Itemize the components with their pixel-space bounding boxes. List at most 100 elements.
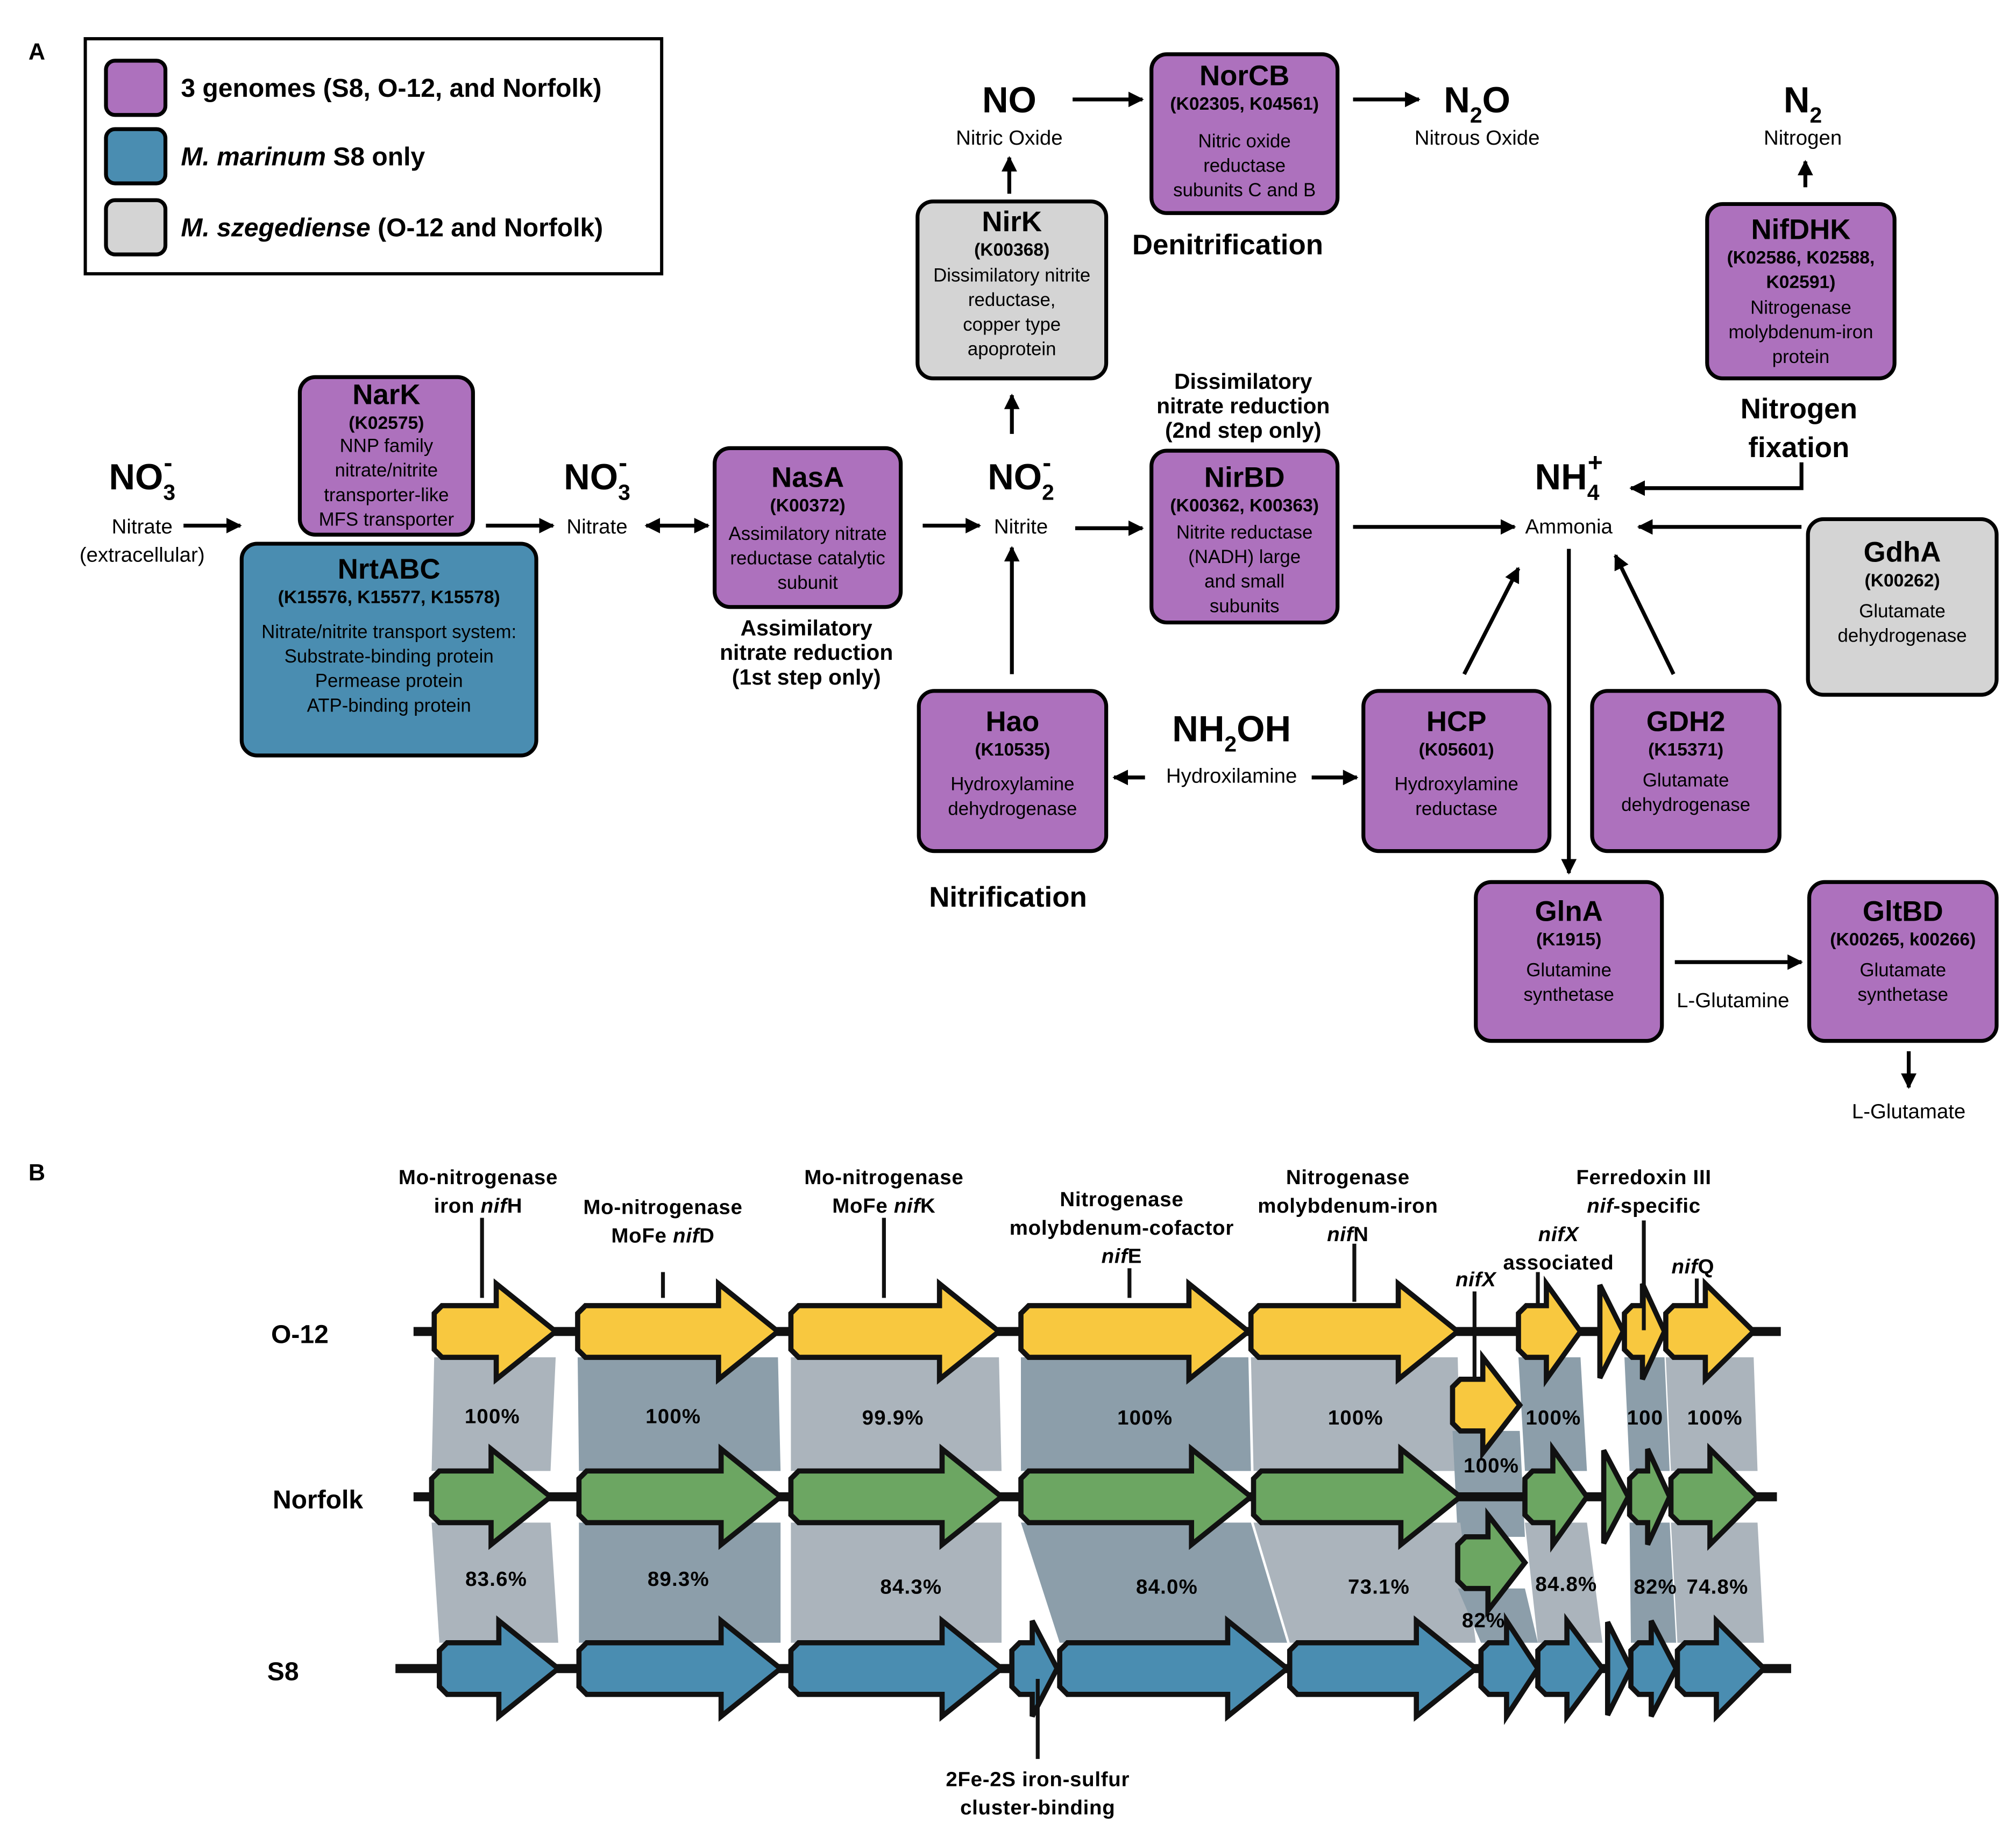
panel-b-label: B <box>29 1160 45 1186</box>
gene-arrow <box>1627 1448 1673 1546</box>
compound-name: Hydroxilamine <box>1166 764 1297 787</box>
formula-subscript: 2 <box>1470 103 1482 127</box>
reaction-arrow <box>1613 554 1676 675</box>
gene-label: nifN <box>1327 1223 1369 1246</box>
enzyme-box <box>1806 517 1999 697</box>
enzyme-description: Nitric oxide <box>1198 131 1291 152</box>
enzyme-description: ATP-binding protein <box>307 695 471 716</box>
formula-subscript: 2 <box>1042 480 1054 504</box>
compound-name: L-Glutamate <box>1852 1100 1965 1123</box>
identity-link <box>1518 1357 1587 1471</box>
text-part: M. marinum <box>181 143 326 171</box>
gene-arrow <box>1535 1613 1606 1725</box>
identity-percent: 84.8% <box>1535 1573 1597 1596</box>
gene-label: 2Fe-2S iron-sulfur <box>946 1768 1130 1791</box>
process-label: fixation <box>1748 432 1849 464</box>
ko-identifier: (K02586, K02588, <box>1727 248 1875 268</box>
enzyme-box <box>239 542 538 758</box>
enzyme-name: NarK <box>352 379 420 411</box>
enzyme-description: transporter-like <box>324 485 449 505</box>
ko-identifier: (K00362, K00363) <box>1170 496 1319 516</box>
enzyme-description: MFS transporter <box>319 509 455 530</box>
gene-arrow <box>788 1615 1006 1722</box>
identity-percent: 89.3% <box>648 1568 709 1591</box>
text-part: Ferredoxin III <box>1576 1166 1711 1189</box>
gene-label: molybdenum-cofactor <box>1010 1216 1234 1240</box>
compound-name: Nitrate <box>566 515 627 538</box>
gene-label: nifX <box>1538 1223 1580 1246</box>
ko-identifier: (K02305, K04561) <box>1170 94 1319 114</box>
enzyme-box <box>713 446 903 609</box>
compound: NO3-Nitrate <box>564 449 630 538</box>
text-part: associated <box>1503 1251 1614 1274</box>
identity-percent: 100 <box>1627 1406 1664 1429</box>
text-part: nif <box>1456 1268 1483 1291</box>
enzyme-box <box>297 375 475 537</box>
text-part: MoFe <box>832 1194 894 1217</box>
reaction-arrow <box>1629 462 1804 496</box>
enzyme-name: GdhA <box>1864 537 1941 568</box>
compound-name: Ammonia <box>1525 515 1613 538</box>
enzyme-name: GDH2 <box>1646 706 1726 737</box>
legend-label: 3 genomes (S8, O-12, and Norfolk) <box>181 74 601 103</box>
chemical-formula: NO2- <box>988 449 1054 505</box>
identity-link <box>431 1357 556 1471</box>
identity-percent: 100% <box>1117 1406 1173 1429</box>
ko-identifier: (K10535) <box>975 740 1050 760</box>
gene-label: Mo-nitrogenase <box>804 1166 963 1189</box>
gene-label: nifQ <box>1671 1255 1714 1278</box>
enzyme-name: HCP <box>1426 706 1487 737</box>
ko-identifier: (K00372) <box>770 496 846 516</box>
gene-arrow <box>788 1443 1006 1550</box>
identity-link <box>431 1522 558 1643</box>
identity-percent: 82% <box>1462 1609 1506 1632</box>
enzyme-description: subunits C and B <box>1173 180 1316 201</box>
identity-percent: 74.8% <box>1687 1576 1749 1599</box>
process-label: nitrate reduction <box>1156 394 1330 418</box>
ko-identifier: (K15371) <box>1648 740 1723 760</box>
formula-subscript: 3 <box>163 480 175 504</box>
text-part: nif <box>894 1194 922 1217</box>
gene-arrow <box>1605 1621 1634 1717</box>
enzyme-description: protein <box>1772 346 1829 367</box>
gene-arrow <box>1455 1507 1529 1618</box>
compound-name: L-Glutamine <box>1677 989 1789 1012</box>
process-label: Assimilatory <box>741 616 872 640</box>
enzyme-description: Glutamate <box>1643 770 1729 791</box>
text-part: Q <box>1698 1255 1715 1278</box>
identity-percent: 100% <box>1464 1454 1519 1477</box>
compounds: NO3-Nitrate(extracellular)NO3-NitrateNO2… <box>80 80 1965 1123</box>
ko-identifier: (K1915) <box>1536 930 1601 950</box>
enzyme-description: Glutamate <box>1859 960 1946 981</box>
gene-arrow <box>576 1615 785 1722</box>
text-part: nif <box>1671 1255 1699 1278</box>
formula-base: N <box>1444 80 1470 120</box>
gene-arrow <box>1057 1615 1291 1722</box>
text-part: Mo-nitrogenase <box>804 1166 963 1189</box>
legend: 3 genomes (S8, O-12, and Norfolk) M. mari… <box>83 37 664 276</box>
gene-arrow <box>437 1615 563 1722</box>
text-part: S8 only <box>326 143 425 171</box>
gene-arrow <box>1668 1442 1762 1551</box>
genome-label: S8 <box>267 1657 299 1686</box>
gene-arrow <box>1009 1619 1060 1718</box>
enzyme-box <box>1149 448 1340 625</box>
legend-swatch <box>104 59 168 117</box>
text-part: nif <box>1538 1223 1566 1246</box>
text-part: molybdenum-cofactor <box>1010 1216 1234 1240</box>
enzyme-description: Nitrate/nitrite transport system: <box>261 621 516 642</box>
chemical-formula: NO <box>982 80 1037 120</box>
identity-percent: 100% <box>465 1405 520 1428</box>
text-part: K <box>920 1194 935 1217</box>
identity-percent: 100% <box>1525 1406 1581 1429</box>
text-part: (O-12 and Norfolk) <box>371 213 603 242</box>
identity-link <box>1624 1357 1670 1471</box>
compound-name: Nitrous Oxide <box>1415 126 1540 149</box>
enzyme-description: reductase, <box>968 289 1056 310</box>
identity-percent: 84.3% <box>880 1576 942 1599</box>
enzyme-name: GltBD <box>1863 895 1943 927</box>
enzyme-description: Substrate-binding protein <box>285 646 494 667</box>
enzyme-description: synthetase <box>1858 984 1948 1005</box>
